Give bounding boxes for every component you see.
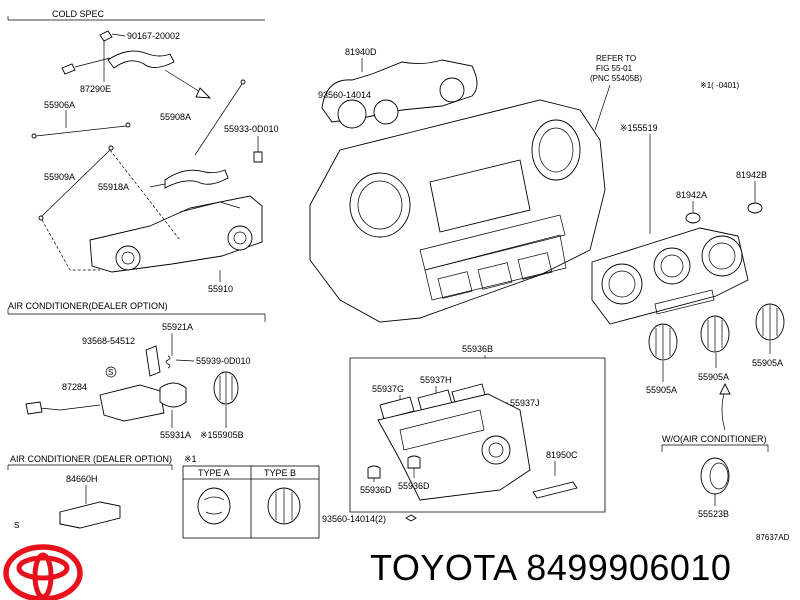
type-b-label: TYPE B <box>264 468 296 478</box>
label-84660H: 84660H <box>66 474 98 484</box>
figure-code: 87637AD <box>756 533 790 542</box>
brand-name: TOYOTA <box>370 547 516 588</box>
label-81942A: 81942A <box>676 190 707 200</box>
ac-option-label-2: AIR CONDITIONER (DEALER OPTION) <box>10 454 172 464</box>
display-opening-shape <box>429 159 531 233</box>
cable-55906A <box>35 125 127 137</box>
type-note-mark: ※1 <box>184 454 197 464</box>
cold-spec-group: COLD SPEC 90167-20002 87290E 55906A 5590… <box>7 9 279 294</box>
label-55937G: 55937G <box>372 384 404 394</box>
label-55933-0D010: 55933-0D010 <box>224 124 279 134</box>
nut-81942A-shape <box>685 212 701 224</box>
bulb-55936D-2-shape <box>407 455 421 469</box>
arrow-up-line <box>721 389 726 431</box>
connector-87284-shape <box>25 401 43 415</box>
bulb-55936D-1-shape <box>367 465 381 479</box>
unit-top-edge <box>179 201 241 213</box>
label-55931A: 55931A <box>160 430 191 440</box>
label-81942B: 81942B <box>736 170 767 180</box>
toyota-logo <box>3 544 83 600</box>
cap-55523B-shape <box>700 457 730 495</box>
cable-55909A <box>41 149 111 217</box>
label-55936D-1: 55936D <box>360 485 392 495</box>
refer-to-line2: FIG 55-01 <box>596 64 633 73</box>
vent-right-shape <box>531 119 581 181</box>
switch-87284-shape <box>99 384 165 422</box>
label-87284: 87284 <box>62 382 87 392</box>
part-84660H-shape <box>59 501 121 529</box>
subassembly-55936B-group: 55936B 55937G 55937H 55937J 81950C 55936… <box>322 344 606 524</box>
label-55937J: 55937J <box>510 398 540 408</box>
svg-text:S: S <box>108 368 113 377</box>
knob-type-a-shape <box>197 487 231 525</box>
label-55905A-3: 55905A <box>752 358 783 368</box>
label-93568-54512: 93568-54512 <box>82 336 135 346</box>
brand-caption: TOYOTA 8499906010 <box>370 547 731 589</box>
label-87290E: 87290E <box>80 84 111 94</box>
label-55519: ※155519 <box>620 123 658 133</box>
subassembly-frame <box>349 357 606 513</box>
wire-87284 <box>39 404 101 411</box>
label-81940D: 81940D <box>345 47 377 57</box>
center-cluster-group: 81940D 93560-14014 REFER TO FIG 55-01 (P… <box>309 47 790 542</box>
label-55937H: 55937H <box>420 375 452 385</box>
part-number: 8499906010 <box>526 547 732 588</box>
label-55909A: 55909A <box>44 172 75 182</box>
label-55906A: 55906A <box>44 100 75 110</box>
spring-shape <box>165 355 171 369</box>
washer-shape <box>105 366 117 378</box>
label-55523B: 55523B <box>698 509 729 519</box>
label-55936B: 55936B <box>462 344 493 354</box>
nut-81942B-shape <box>747 202 763 214</box>
label-93560-14014: 93560-14014(2) <box>322 514 386 524</box>
part-87290E-shape <box>107 50 175 69</box>
clip-55933-shape <box>253 151 263 163</box>
label-55921A: 55921A <box>162 322 193 332</box>
bracket-93568-shape <box>145 345 161 377</box>
type-a-label: TYPE A <box>198 468 230 478</box>
part-55931A-shape <box>159 382 187 408</box>
label-81950C: 81950C <box>546 450 578 460</box>
ac-option-label-1: AIR CONDITIONER(DEALER OPTION) <box>8 301 168 311</box>
cold-spec-label: COLD SPEC <box>52 9 105 19</box>
clip-small-shape <box>61 63 76 75</box>
arrow-head <box>195 87 212 99</box>
vent-left-shape <box>349 172 411 238</box>
label-55905A-1: 55905A <box>646 385 677 395</box>
arrow-up-head <box>719 382 731 395</box>
bolt-90167-shape <box>99 30 113 42</box>
svg-text:93560-14014: 93560-14014 <box>318 90 371 100</box>
cable-55908A <box>194 83 243 156</box>
label-90167-20002: 90167-20002 <box>127 31 180 41</box>
wo-ac-label: W/O(AIR CONDITIONER) <box>662 434 767 444</box>
button-55937G-shape <box>379 396 415 420</box>
part-81950C-shape <box>532 481 578 499</box>
housing-55936B-shape <box>377 393 531 501</box>
ac-option-group-2: AIR CONDITIONER (DEALER OPTION) 84660H S… <box>7 454 320 539</box>
label-55908A: 55908A <box>160 112 191 122</box>
ac-option-group-1: AIR CONDITIONER(DEALER OPTION) 55921A 93… <box>7 301 266 440</box>
dashed-guide-2 <box>109 149 181 241</box>
refer-to-line1: REFER TO <box>596 54 636 63</box>
svg-text:S: S <box>14 521 19 530</box>
note-range: ※1( -0401) <box>700 81 740 90</box>
label-55910: 55910 <box>208 284 233 294</box>
refer-to-line3: (PNC 55405B) <box>590 74 642 83</box>
dashed-guide-1 <box>41 219 100 271</box>
label-55905B: ※155905B <box>200 430 244 440</box>
label-55918A: 55918A <box>98 182 129 192</box>
label-55936D-2: 55936D <box>398 481 430 491</box>
label-55939-0D010: 55939-0D010 <box>196 356 251 366</box>
lever-55918A-shape <box>164 169 229 189</box>
label-55905A-2: 55905A <box>698 372 729 382</box>
